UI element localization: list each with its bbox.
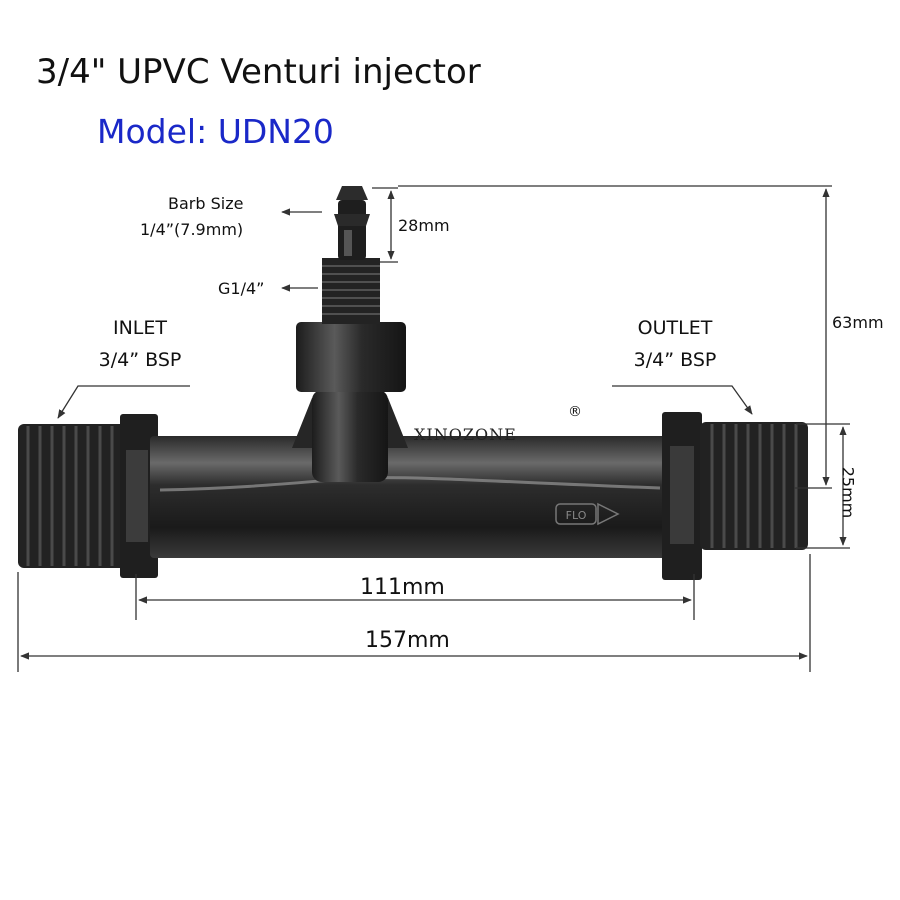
inlet-thread-label: 3/4” BSP — [98, 349, 182, 371]
brand-name: XINOZONE — [414, 425, 517, 444]
total-height-dimension: 63mm — [832, 313, 884, 332]
flow-arrow-mark: FLO — [555, 502, 620, 526]
thread-size-label: G1/4” — [218, 279, 265, 298]
flow-text: FLO — [566, 509, 587, 522]
outlet-label: OUTLET — [637, 317, 713, 339]
body-length-dimension: 111mm — [360, 575, 445, 600]
registered-mark: ® — [568, 404, 582, 420]
total-length-dimension: 157mm — [365, 628, 450, 653]
outlet-hex-nut — [662, 412, 702, 580]
barb-size-value: 1/4”(7.9mm) — [140, 220, 244, 239]
inlet-thread-end — [18, 424, 130, 568]
stem-body — [312, 390, 388, 482]
pipe-diameter-dimension: 25mm — [838, 466, 858, 519]
barb-size-label: Barb Size — [168, 194, 244, 213]
barb-fitting — [334, 186, 370, 260]
outlet-callout-arrow — [612, 385, 753, 415]
barb-height-dimension: 28mm — [398, 216, 450, 235]
model-number: Model: UDN20 — [97, 112, 334, 151]
inlet-hex-nut — [120, 414, 158, 578]
outlet-thread-end — [700, 422, 808, 550]
stem-thread — [322, 258, 380, 324]
inlet-callout-arrow — [57, 385, 190, 419]
diagram-title: 3/4" UPVC Venturi injector — [36, 52, 481, 92]
main-pipe-body — [150, 436, 670, 558]
stem-cap — [296, 322, 406, 392]
inlet-label: INLET — [112, 317, 167, 339]
outlet-thread-label: 3/4” BSP — [633, 349, 717, 371]
